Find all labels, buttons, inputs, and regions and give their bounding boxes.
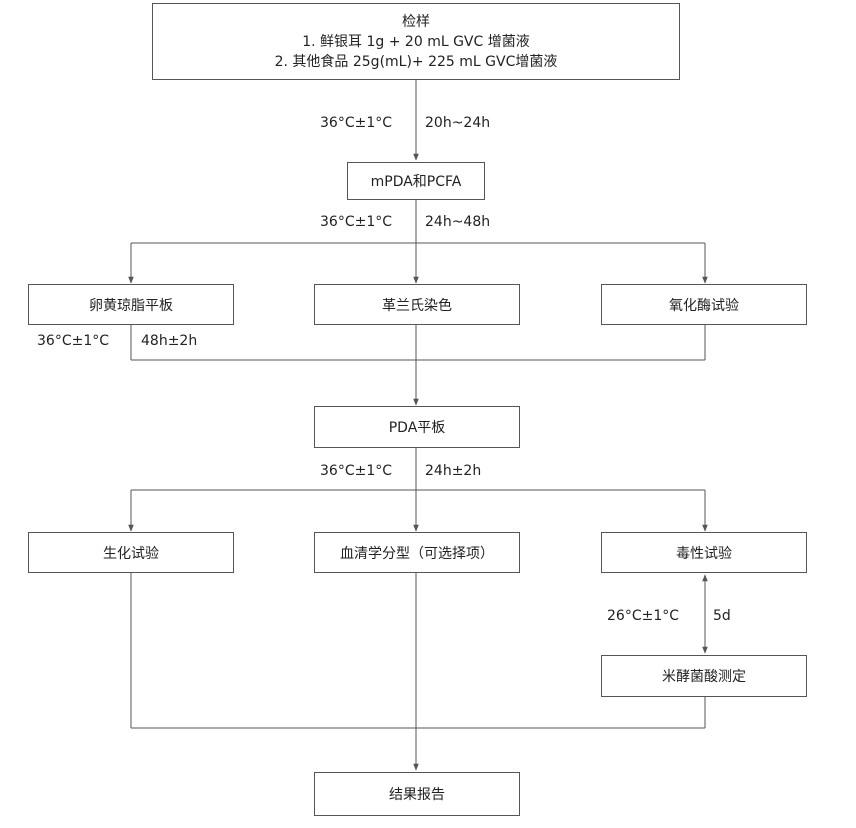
node-sample-line1: 1. 鲜银耳 1g + 20 mL GVC 增菌液 (302, 33, 530, 50)
node-toxicity-test: 毒性试验 (601, 532, 807, 573)
cond5-temp: 26°C±1°C (607, 608, 680, 624)
cond2-time: 24h~48h (425, 214, 491, 230)
node-sample-title: 检样 (402, 13, 430, 30)
node-biochem-test: 生化试验 (28, 532, 234, 573)
cond2-temp: 36°C±1°C (320, 214, 393, 230)
node-oxidase-test: 氧化酶试验 (601, 284, 807, 325)
node-mpda: mPDA和PCFA (347, 162, 485, 200)
cond4-time: 24h±2h (425, 463, 482, 479)
cond1-time: 20h~24h (425, 115, 491, 131)
cond4-temp: 36°C±1°C (320, 463, 393, 479)
node-sample-line2: 2. 其他食品 25g(mL)+ 225 mL GVC增菌液 (274, 53, 558, 70)
cond3-temp: 36°C±1°C (37, 333, 110, 349)
node-egg-yolk-agar: 卵黄琼脂平板 (28, 284, 234, 325)
node-pda-plate: PDA平板 (314, 406, 520, 448)
cond5-time: 5d (713, 608, 731, 624)
node-serology: 血清学分型（可选择项） (314, 532, 520, 573)
node-sample: 检样 1. 鲜银耳 1g + 20 mL GVC 增菌液 2. 其他食品 25g… (152, 3, 680, 80)
node-gram-stain: 革兰氏染色 (314, 284, 520, 325)
cond3-time: 48h±2h (141, 333, 198, 349)
cond1-temp: 36°C±1°C (320, 115, 393, 131)
node-bongkrekic-acid: 米酵菌酸测定 (601, 655, 807, 697)
node-result-report: 结果报告 (314, 772, 520, 816)
